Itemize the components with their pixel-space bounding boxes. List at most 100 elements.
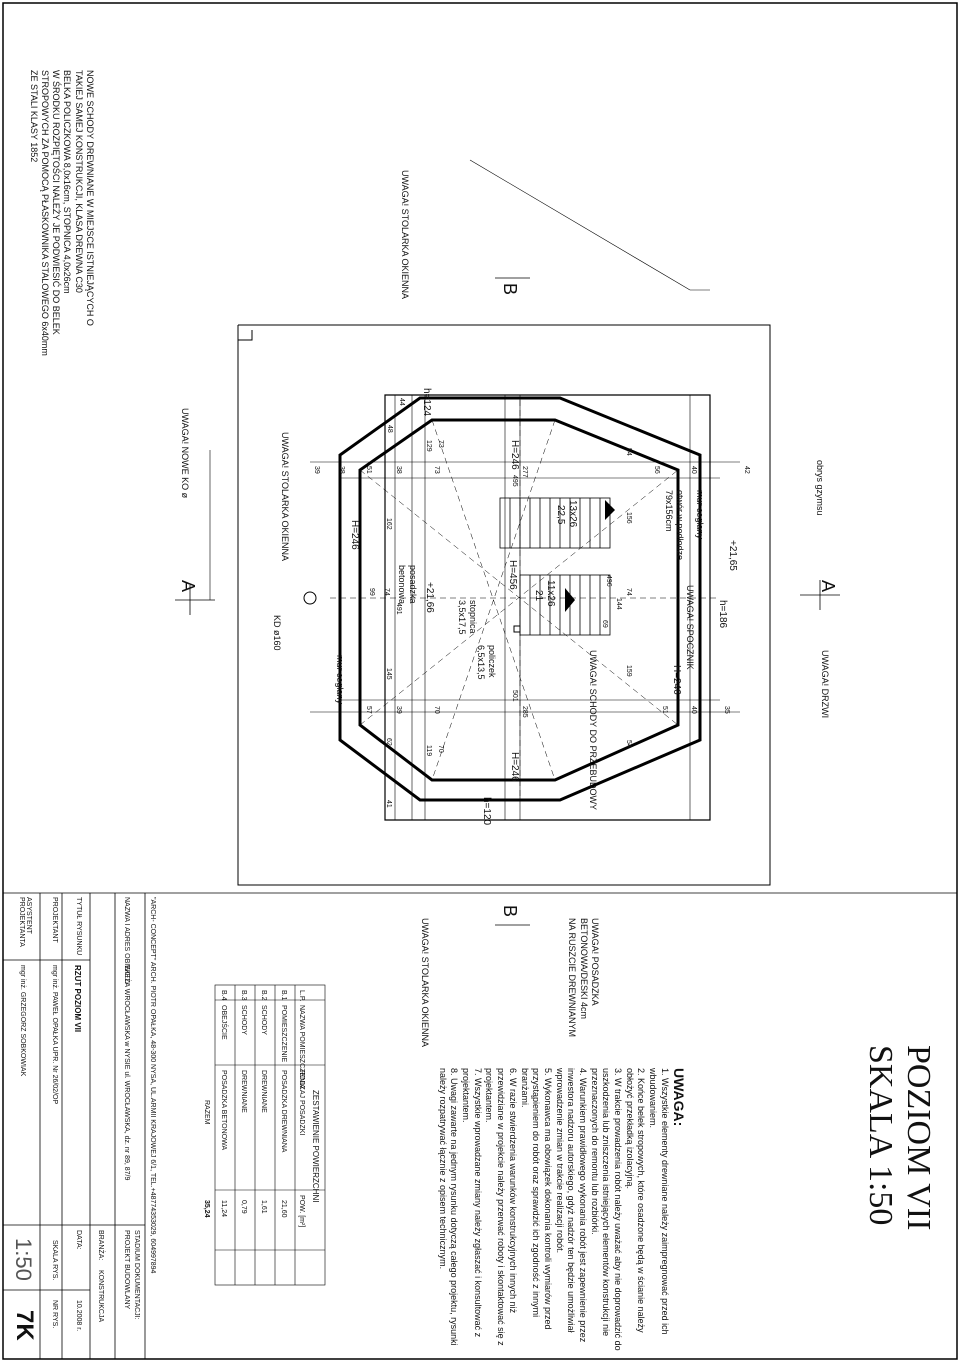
date-value: 10.2008 r.: [75, 1300, 82, 1332]
stairs-note: UWAGA! SCHODY DO PRZEBUDOWY: [588, 650, 598, 811]
dimension-label: 40: [690, 466, 697, 474]
table-cell: POSADZKA BETONOWA: [220, 1070, 227, 1151]
table-cell: POMIESZCZENIE: [280, 1005, 287, 1063]
note-line: TAKIEJ SAMEJ KONSTRUKCJI, KLASA DREWNA C…: [73, 70, 84, 293]
dimension-label: 56: [653, 466, 660, 474]
dimension-label: 70: [437, 745, 444, 753]
scale-label: SKALA RYS.: [51, 1240, 58, 1281]
dimension-label: 39: [395, 706, 402, 714]
doors-note: UWAGA! DRZWI: [820, 650, 830, 719]
dimension-label: 145: [385, 668, 392, 680]
title-line-2: SKALA 1:50: [862, 1045, 899, 1226]
level-label: +21,65: [727, 540, 738, 571]
dimension-lines: [310, 395, 740, 820]
table-cell: SCHODY: [240, 1005, 247, 1035]
table-cell: B.2: [260, 990, 267, 1001]
schedule-header: L.P.: [298, 990, 305, 1002]
dimension-label: 162: [385, 518, 392, 530]
dimension-label: 285: [521, 706, 528, 718]
cornice-label: obrys gzymsu: [815, 460, 825, 516]
table-cell: SCHODY: [260, 1005, 267, 1035]
dimension-label: 491: [395, 603, 402, 615]
date-label: DATA:: [75, 1230, 82, 1250]
table-cell: DREWNIANE: [260, 1070, 267, 1113]
note-line: W ŚRODKU ROZPIĘTOŚCI NALEŻY JE PODWIESIĆ…: [51, 70, 62, 335]
dimension-label: 73: [433, 466, 440, 474]
brick-wall-label: mur ceglany: [335, 655, 345, 705]
note-item: 4. Warunkiem prawidłowego wykonania robó…: [554, 1068, 588, 1343]
level-label: +21,66: [424, 582, 435, 613]
stairs-replacement-note: NOWE SCHODY DREWNIANE W MIEJSCE ISTNIEJĄ…: [28, 70, 95, 356]
table-cell: B.4: [220, 990, 227, 1001]
dimension-label: 277: [521, 466, 528, 478]
note-item: 2. Końce belek stropowych, które osadzon…: [624, 1068, 647, 1333]
kd-label: KD ø160: [272, 615, 282, 651]
dimension-label: 44: [398, 398, 405, 406]
drawing-title: POZIOM VII SKALA 1:50: [862, 1045, 937, 1230]
note-line: STROPOWYCH ZA POMOCĄ PŁASKOWNIKA STALOWE…: [40, 70, 50, 356]
table-cell: DREWNIANE: [240, 1070, 247, 1113]
dimension-label: 495: [511, 475, 518, 487]
dimension-label: 73: [437, 440, 444, 448]
object-value: WIEŻA WROCŁAWSKA w NYSIE ul. WROCŁAWSKA,…: [123, 965, 130, 1181]
stairs-upper: [499, 497, 611, 549]
stage-value: PROJEKT BUDOWLANY: [123, 1230, 130, 1310]
dimension-label: 159: [625, 665, 632, 677]
dimension-label: 42: [743, 466, 750, 474]
number-label: NR RYS.: [51, 1300, 58, 1329]
note-item: 8. Uwagi zawarte na jednym rysunku dotyc…: [437, 1068, 460, 1346]
dimension-label: 99: [368, 588, 375, 596]
dimension-label: 51: [661, 706, 668, 714]
height-label: H=246: [671, 665, 682, 695]
dimension-label: 54: [625, 740, 632, 748]
stair-rise-label: 21: [533, 590, 544, 602]
window-note: UWAGA! STOLARKA OKIENNA: [420, 918, 430, 1048]
height-label: H=246: [509, 752, 520, 782]
section-marks: [175, 277, 840, 926]
table-cell: 21,60: [280, 1200, 287, 1218]
designer-value: mgr inż. PAWEŁ OPAŁKA UPR. Nr 26/02/OP: [51, 965, 58, 1105]
dimension-label: 57: [365, 706, 372, 714]
schedule-total-label: RAZEM: [203, 1100, 210, 1125]
note-item: 7. Wszystkie wprowadzane zmiany należy z…: [461, 1068, 483, 1338]
stair-count-label: 13x26: [567, 500, 578, 528]
dimension-label: 74: [625, 588, 632, 596]
section-a-right: A: [818, 580, 838, 593]
note-line: BELKA POLICZKOWA 8,0x16cm, STOPNICA 4,0x…: [62, 70, 73, 294]
dimension-label: 501: [511, 690, 518, 702]
general-notes: UWAGA: 1. Wszystkie elementy drewniane n…: [436, 1068, 688, 1358]
dimension-label: 35: [723, 706, 730, 714]
note-item: 3. W trakcie prowadzenia robót należy uw…: [589, 1068, 624, 1351]
dimension-label: 48: [386, 425, 393, 433]
schedule-header: POW. [m²]: [298, 1195, 305, 1228]
table-cell: OBEJŚCIE: [220, 1005, 227, 1040]
table-cell: 1,61: [260, 1200, 267, 1214]
floor-note: UWAGA! POSADZKA BETONOWA/DESKI 4cm NA RU…: [566, 918, 601, 1037]
octagon-wall-outer: [338, 396, 702, 802]
height-label: h=186: [717, 600, 728, 629]
table-cell: POSADZKA DREWNIANA: [280, 1070, 287, 1153]
dimension-label: 496: [605, 575, 612, 587]
table-cell: 0,79: [240, 1200, 247, 1214]
schedule-total-value: 35,24: [203, 1200, 210, 1218]
height-label: h=124: [421, 388, 432, 417]
note-line: NOWE SCHODY DREWNIANE W MIEJSCE ISTNIEJĄ…: [85, 70, 95, 326]
section-b-bottom: B: [500, 905, 520, 918]
schedule-header: RODZAJ POSADZKI: [298, 1070, 305, 1136]
opening-label: otwór w podłodze 79x156cm: [663, 490, 685, 561]
notes-heading: UWAGA:: [671, 1068, 687, 1127]
dimension-label: 38: [395, 466, 402, 474]
dimension-label: 40: [690, 706, 697, 714]
dimension-label: 54: [625, 448, 632, 456]
branch-value: KONSTRUKCJA: [97, 1270, 104, 1323]
height-label: H=246: [349, 520, 360, 550]
dimension-label: 62: [385, 738, 392, 746]
height-label: H=456: [507, 560, 518, 590]
dimension-label: 69: [601, 620, 608, 628]
leader-lines: [209, 159, 710, 600]
section-a-left: A: [178, 580, 198, 593]
note-line: ZE STALI KLASY 1852: [28, 70, 39, 163]
brick-wall-label: mur ceglany: [695, 490, 705, 540]
dimension-label: 144: [615, 598, 622, 610]
